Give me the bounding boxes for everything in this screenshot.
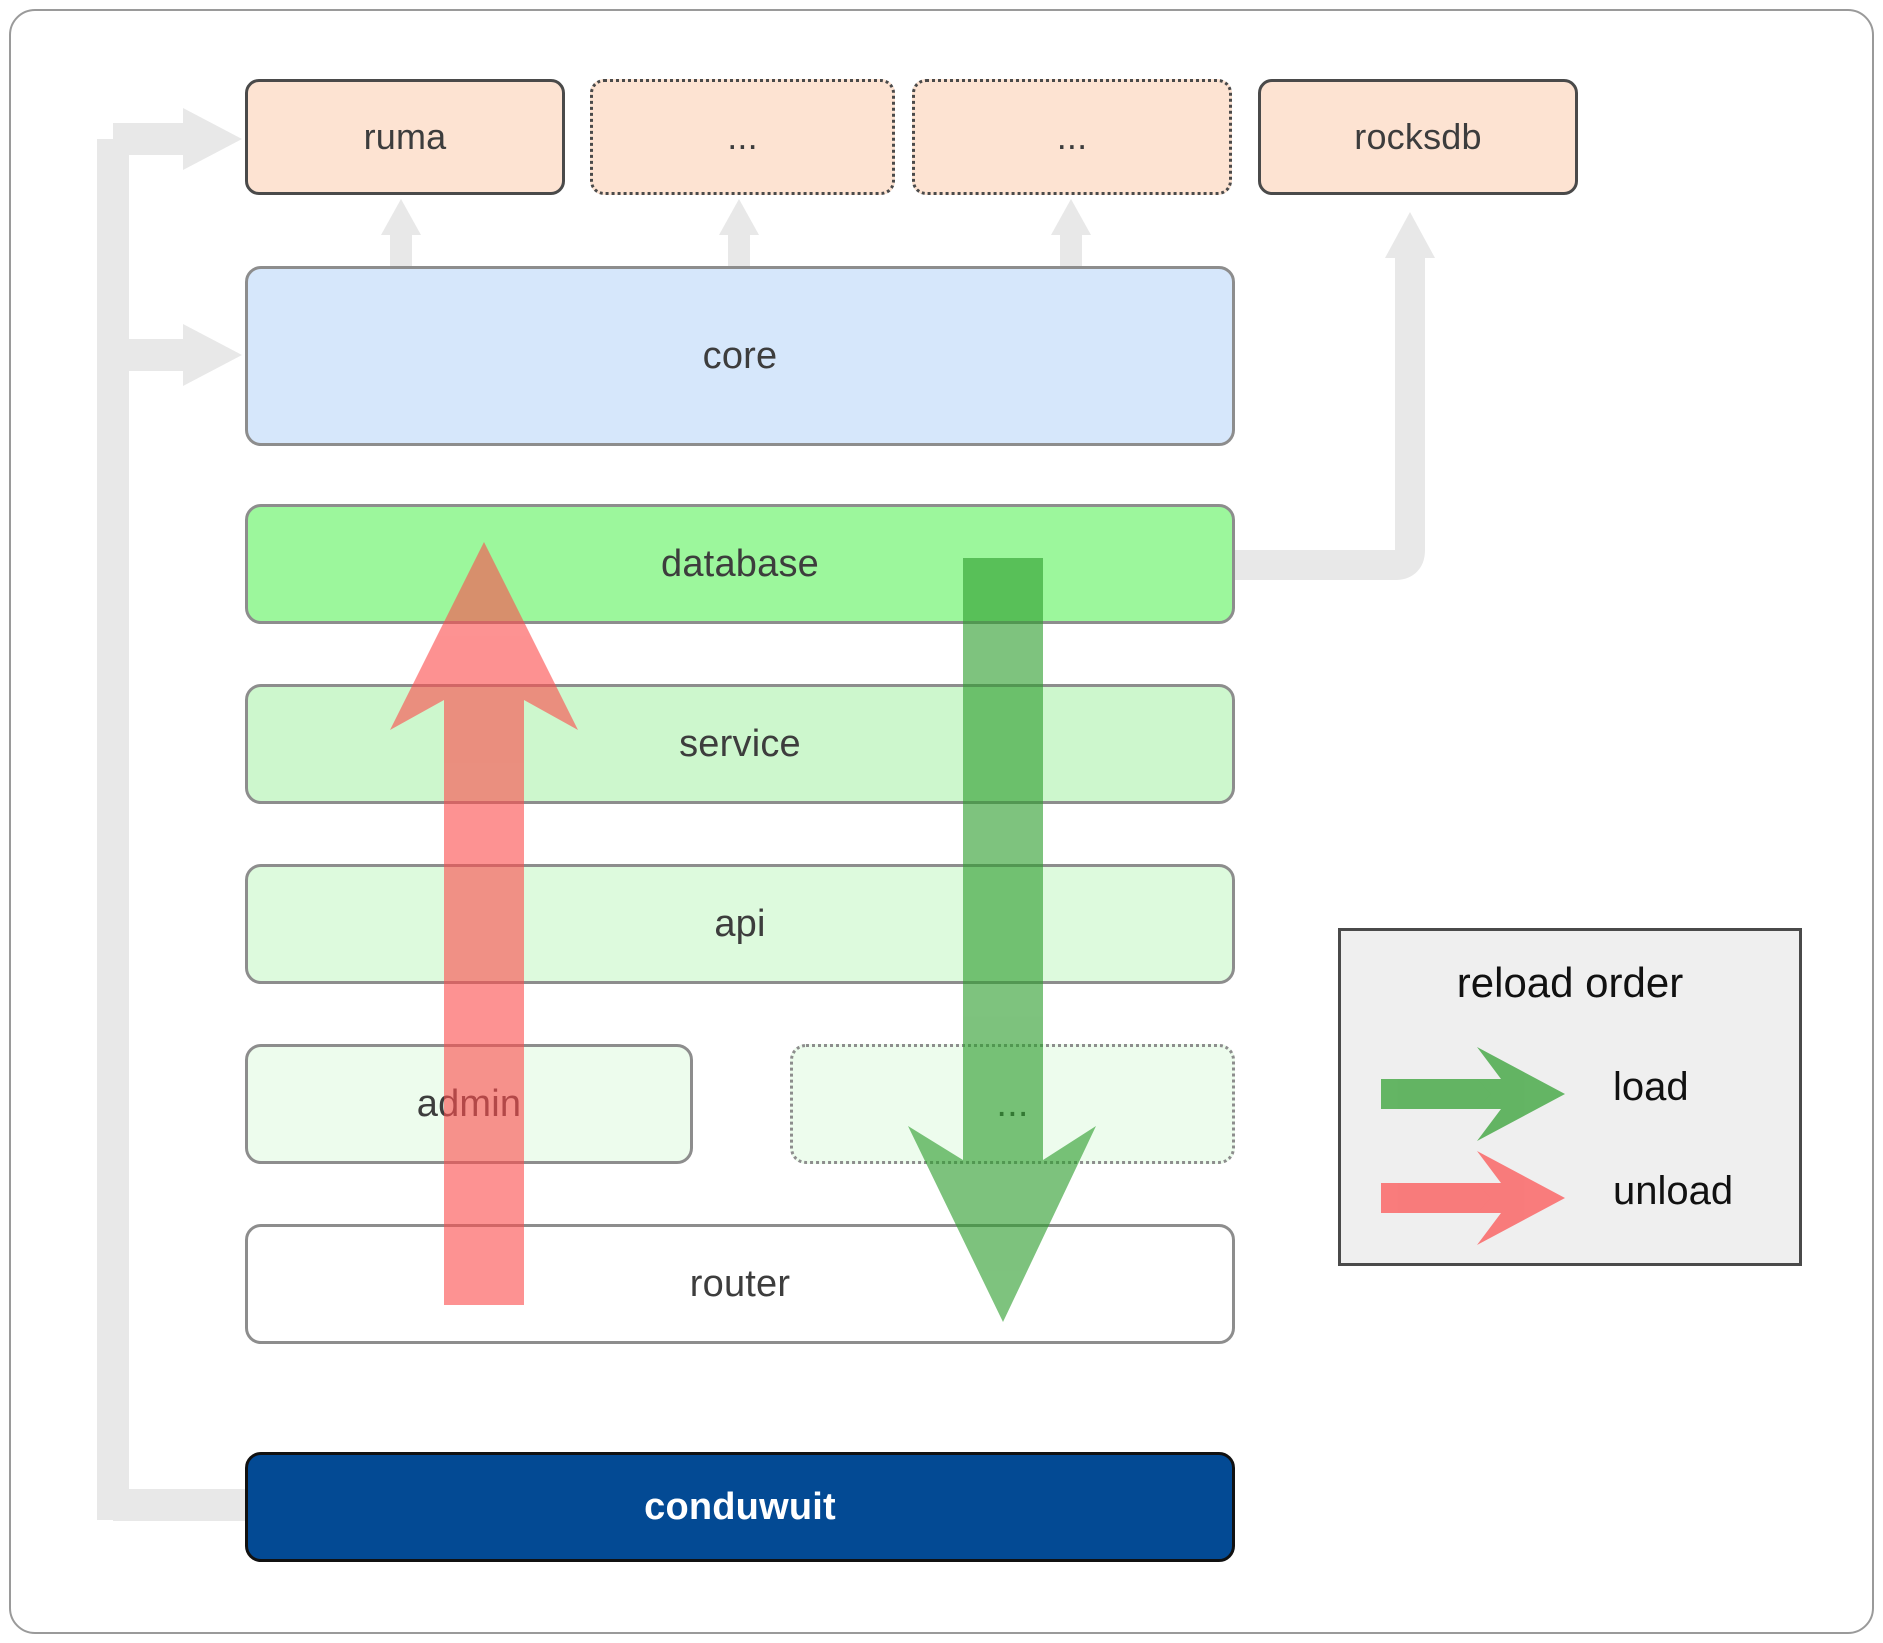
node-database-label: database bbox=[661, 542, 819, 585]
node-rocksdb-label: rocksdb bbox=[1354, 116, 1482, 157]
node-core[interactable]: core bbox=[245, 266, 1235, 446]
node-layer-dots-3[interactable]: ... bbox=[790, 1044, 1235, 1164]
node-admin-label: admin bbox=[416, 1082, 522, 1125]
node-ruma[interactable]: ruma bbox=[245, 79, 565, 195]
node-ruma-label: ruma bbox=[363, 116, 447, 157]
node-dep-dots-2-label: ... bbox=[1056, 116, 1088, 157]
legend-title: reload order bbox=[1456, 959, 1684, 1006]
node-dep-dots-1-label: ... bbox=[727, 116, 758, 157]
legend-row-load: load bbox=[1341, 1047, 1799, 1141]
node-conduwuit-label: conduwuit bbox=[644, 1485, 836, 1528]
node-admin[interactable]: admin bbox=[245, 1044, 693, 1164]
node-core-label: core bbox=[702, 334, 778, 377]
node-dep-dots-2[interactable]: ... bbox=[912, 79, 1232, 195]
diagram-frame bbox=[9, 9, 1874, 1634]
node-layer-dots-3-label: ... bbox=[996, 1082, 1029, 1125]
node-dep-dots-1[interactable]: ... bbox=[590, 79, 895, 195]
node-service-label: service bbox=[679, 722, 801, 765]
node-rocksdb[interactable]: rocksdb bbox=[1258, 79, 1578, 195]
legend-row-unload: unload bbox=[1341, 1151, 1799, 1245]
node-router-label: router bbox=[689, 1262, 791, 1305]
unload-arrow-icon bbox=[1381, 1151, 1565, 1245]
node-api[interactable]: api bbox=[245, 864, 1235, 984]
legend-panel: reload order load unload bbox=[1338, 928, 1802, 1266]
node-api-label: api bbox=[714, 902, 766, 945]
node-service[interactable]: service bbox=[245, 684, 1235, 804]
node-conduwuit[interactable]: conduwuit bbox=[245, 1452, 1235, 1562]
legend-label-unload: unload bbox=[1613, 1169, 1734, 1213]
load-arrow-icon bbox=[1381, 1047, 1565, 1141]
legend-label-load: load bbox=[1613, 1065, 1689, 1109]
node-router[interactable]: router bbox=[245, 1224, 1235, 1344]
node-database[interactable]: database bbox=[245, 504, 1235, 624]
